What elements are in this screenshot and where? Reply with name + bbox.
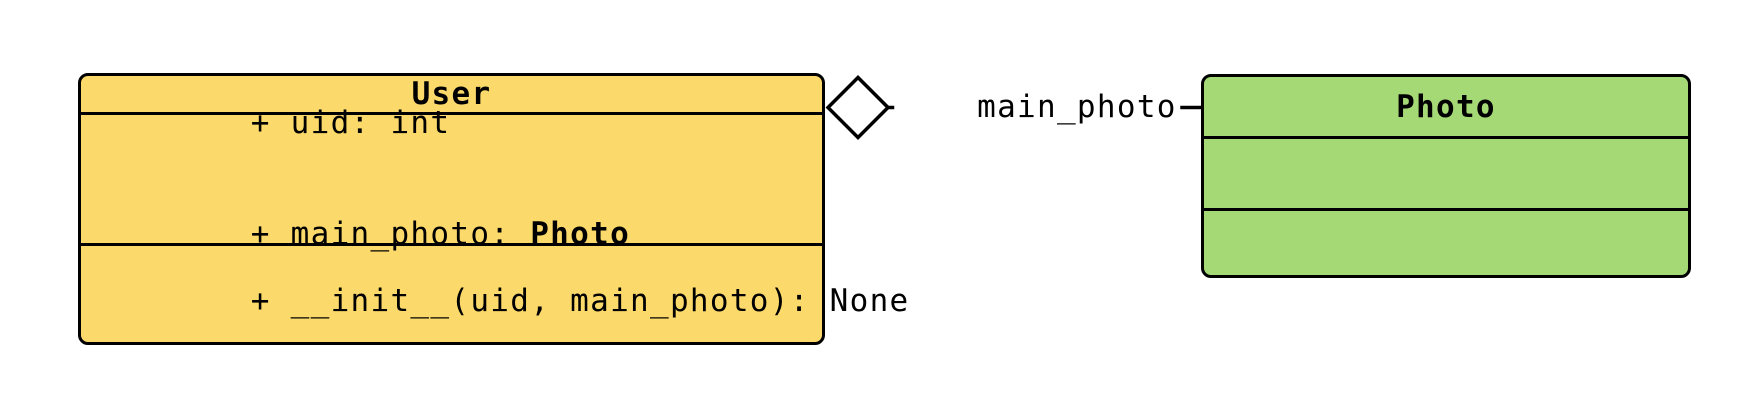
class-title-photo: Photo xyxy=(1204,77,1688,139)
class-methods-user: + __init__(uid, main_photo): None xyxy=(81,246,909,357)
class-name-user: User xyxy=(411,76,492,112)
class-box-photo: Photo xyxy=(1201,74,1691,278)
class-box-user: User + uid: int + main_photo: Photo + __… xyxy=(78,73,908,345)
attribute-main-photo: + main_photo: Photo xyxy=(91,179,822,290)
method-init-text: + __init__(uid, main_photo): None xyxy=(250,283,910,319)
class-name-photo: Photo xyxy=(1396,88,1496,125)
attribute-main-photo-text: + main_photo: xyxy=(250,216,531,252)
class-title-user: User xyxy=(81,76,822,115)
class-attributes-user: + uid: int + main_photo: Photo xyxy=(81,105,822,252)
class-methods-photo xyxy=(1204,211,1688,275)
attribute-main-photo-type: Photo xyxy=(530,216,631,252)
edge-label: main_photo xyxy=(894,47,1180,167)
aggregation-diamond-icon xyxy=(825,75,891,140)
method-init: + __init__(uid, main_photo): None xyxy=(91,246,909,357)
attribute-uid-text: + uid: int xyxy=(250,105,451,141)
edge-label-text: main_photo xyxy=(977,89,1177,125)
attribute-uid: + uid: int xyxy=(91,68,822,179)
class-attributes-photo xyxy=(1204,139,1688,211)
